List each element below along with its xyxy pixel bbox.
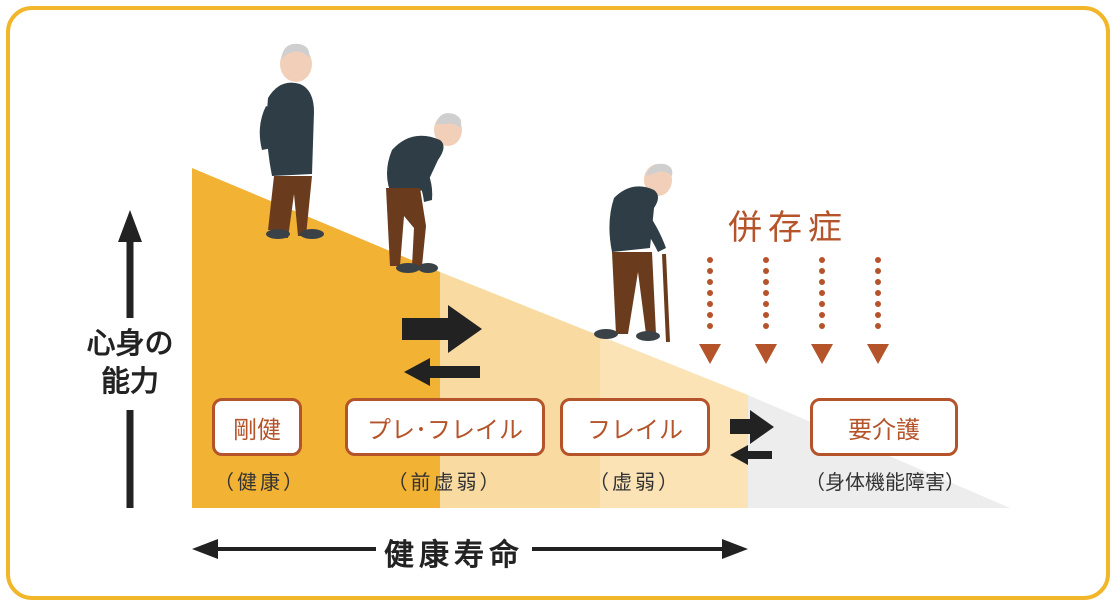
vertical-axis-label: 心身の 能力 xyxy=(70,324,190,400)
stage-sub-care: （身体機能障害） xyxy=(805,470,965,494)
stage-sub-robust: （健康） xyxy=(214,470,306,494)
vertical-axis-arrow xyxy=(118,210,142,508)
elderly-person-bent-icon xyxy=(386,113,462,273)
transition-arrow-icon xyxy=(730,410,774,465)
stage-box-robust: 剛健 xyxy=(212,398,302,456)
stage-box-care: 要介護 xyxy=(810,398,958,456)
lifespan-label: 健康寿命 xyxy=(376,530,532,574)
stage-sub-prefrail: （前虚弱） xyxy=(387,470,503,494)
elderly-person-cane-icon xyxy=(594,163,673,343)
comorbidity-label: 併存症 xyxy=(728,208,848,248)
vertical-axis-label-line1: 心身の xyxy=(86,326,174,360)
stage-box-prefrail: プレ･フレイル xyxy=(345,398,545,456)
transition-arrow-icon xyxy=(402,305,482,386)
down-arrow-icon xyxy=(699,257,889,364)
stage-sub-frail: （虚弱） xyxy=(589,470,681,494)
elderly-person-walking-icon xyxy=(259,43,324,239)
vertical-axis-label-line2: 能力 xyxy=(100,364,159,398)
stage-box-frail: フレイル xyxy=(560,398,710,456)
